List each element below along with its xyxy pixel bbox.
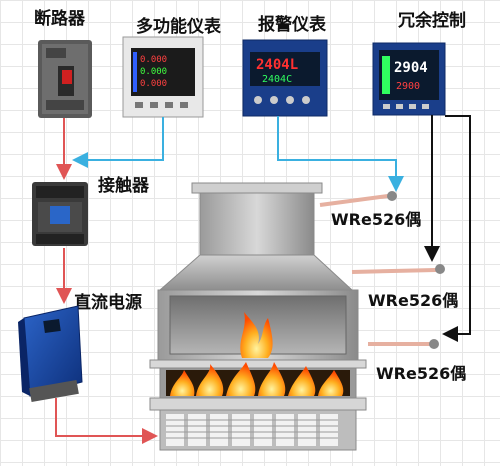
thermocouple-3 [368,339,439,349]
sensor-label-1: WRe526偶 [331,210,422,229]
redundant-display-top: 2904 [394,60,428,76]
alarm-meter-label: 报警仪表 [258,15,326,35]
meter-signal-line [72,117,164,168]
redundant-controller: 2904 2900 [372,42,446,116]
multimeter-label: 多功能仪表 [136,17,221,37]
alarm-meter: 2404L 2404C [242,39,328,117]
thermocouple-2 [351,264,445,274]
redundant-control-label: 冗余控制 [398,11,466,31]
alarm-display-bottom: 2404C [262,74,292,85]
dc-power-supply [18,305,83,403]
redundant-to-sensor3-line [442,115,471,342]
svg-text:0.000: 0.000 [140,79,167,89]
alarm-to-sensor-line [277,116,404,192]
svg-text:0.000: 0.000 [140,67,167,77]
circuit-breaker [38,40,92,118]
furnace [149,182,367,451]
breaker-label: 断路器 [34,9,85,29]
sensor-label-3: WRe526偶 [376,364,467,383]
dc-power-label: 直流电源 [74,293,142,313]
sensor-label-2: WRe526偶 [368,291,459,310]
svg-text:0.000: 0.000 [140,55,167,65]
flames [170,312,344,396]
thermocouple-1 [319,191,397,207]
dc-to-furnace-line [55,398,158,444]
contactor-label: 接触器 [98,176,149,196]
redundant-display-bottom: 2900 [396,81,420,92]
multifunction-meter: 0.000 0.000 0.000 [122,36,204,118]
contactor [32,182,88,246]
alarm-display-top: 2404L [256,57,298,73]
